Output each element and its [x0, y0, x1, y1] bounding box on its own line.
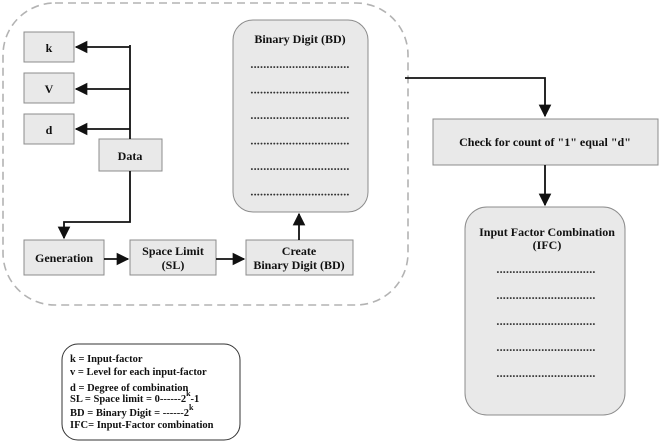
- bottom-row-connectors: [104, 212, 306, 266]
- data-node: Data: [98, 138, 163, 172]
- legend-bd-sup: k: [189, 403, 194, 412]
- v-node-label: V: [45, 82, 54, 96]
- legend-sl-suffix: -1: [191, 394, 200, 405]
- generation-node: Generation: [23, 239, 105, 276]
- bd-dotted-row: ...............................: [250, 185, 349, 199]
- v-node: V: [23, 72, 75, 104]
- bd-dotted-row: ...............................: [250, 159, 349, 173]
- ifc-dotted-row: ...............................: [496, 314, 595, 328]
- k-node-label: k: [46, 41, 53, 55]
- ifc-panel-rows: ........................................…: [496, 262, 595, 380]
- bd-panel-rows: ........................................…: [250, 57, 349, 199]
- legend-sl: SL = Space limit = 0------2k-1: [70, 389, 199, 405]
- ifc-title-1: Input Factor Combination: [479, 225, 615, 239]
- ifc-title-2: (IFC): [533, 238, 562, 252]
- bd-dotted-row: ...............................: [250, 134, 349, 148]
- legend-sl-sup: k: [186, 389, 191, 398]
- container-to-check-connector: [405, 77, 552, 118]
- ifc-dotted-row: ...............................: [496, 262, 595, 276]
- bd-dotted-row: ...............................: [250, 57, 349, 71]
- ifc-dotted-row: ...............................: [496, 288, 595, 302]
- data-node-label: Data: [118, 149, 143, 163]
- check-node-label: Check for count of "1" equal "d": [459, 135, 631, 149]
- ifc-dotted-row: ...............................: [496, 366, 595, 380]
- legend-v: v = Level for each input-factor: [70, 367, 207, 378]
- k-node: k: [23, 31, 75, 63]
- generation-node-label: Generation: [35, 251, 93, 265]
- data-branch-connectors: [57, 40, 131, 240]
- ifc-panel: Input Factor Combination (IFC) .........…: [464, 206, 626, 416]
- legend-d: d = Degree of combination: [70, 383, 189, 394]
- bd-dotted-row: ...............................: [250, 83, 349, 97]
- legend-bd-prefix: BD = Binary Digit = ------2: [70, 408, 189, 419]
- bd-panel-title: Binary Digit (BD): [254, 32, 345, 46]
- legend-box: k = Input-factor v = Level for each inpu…: [61, 343, 241, 441]
- space-limit-node: Space Limit (SL): [129, 239, 217, 276]
- legend-ifc: IFC= Input-Factor combination: [70, 420, 214, 431]
- create-bd-label-2: Binary Digit (BD): [253, 258, 344, 272]
- create-bd-label-1: Create: [282, 244, 317, 258]
- legend-sl-prefix: SL = Space limit = 0------2: [70, 394, 186, 405]
- d-node: d: [23, 113, 75, 145]
- check-node: Check for count of "1" equal "d": [432, 118, 659, 166]
- bd-dotted-row: ...............................: [250, 108, 349, 122]
- process-container: [2, 2, 409, 306]
- space-limit-label-1: Space Limit: [142, 244, 204, 258]
- legend-bd: BD = Binary Digit = ------2k: [70, 403, 194, 419]
- d-node-label: d: [46, 123, 53, 137]
- bd-panel: Binary Digit (BD) ......................…: [232, 19, 369, 213]
- space-limit-label-2: (SL): [162, 258, 185, 272]
- ifc-dotted-row: ...............................: [496, 340, 595, 354]
- create-bd-node: Create Binary Digit (BD): [245, 239, 354, 276]
- legend-k: k = Input-factor: [70, 354, 143, 365]
